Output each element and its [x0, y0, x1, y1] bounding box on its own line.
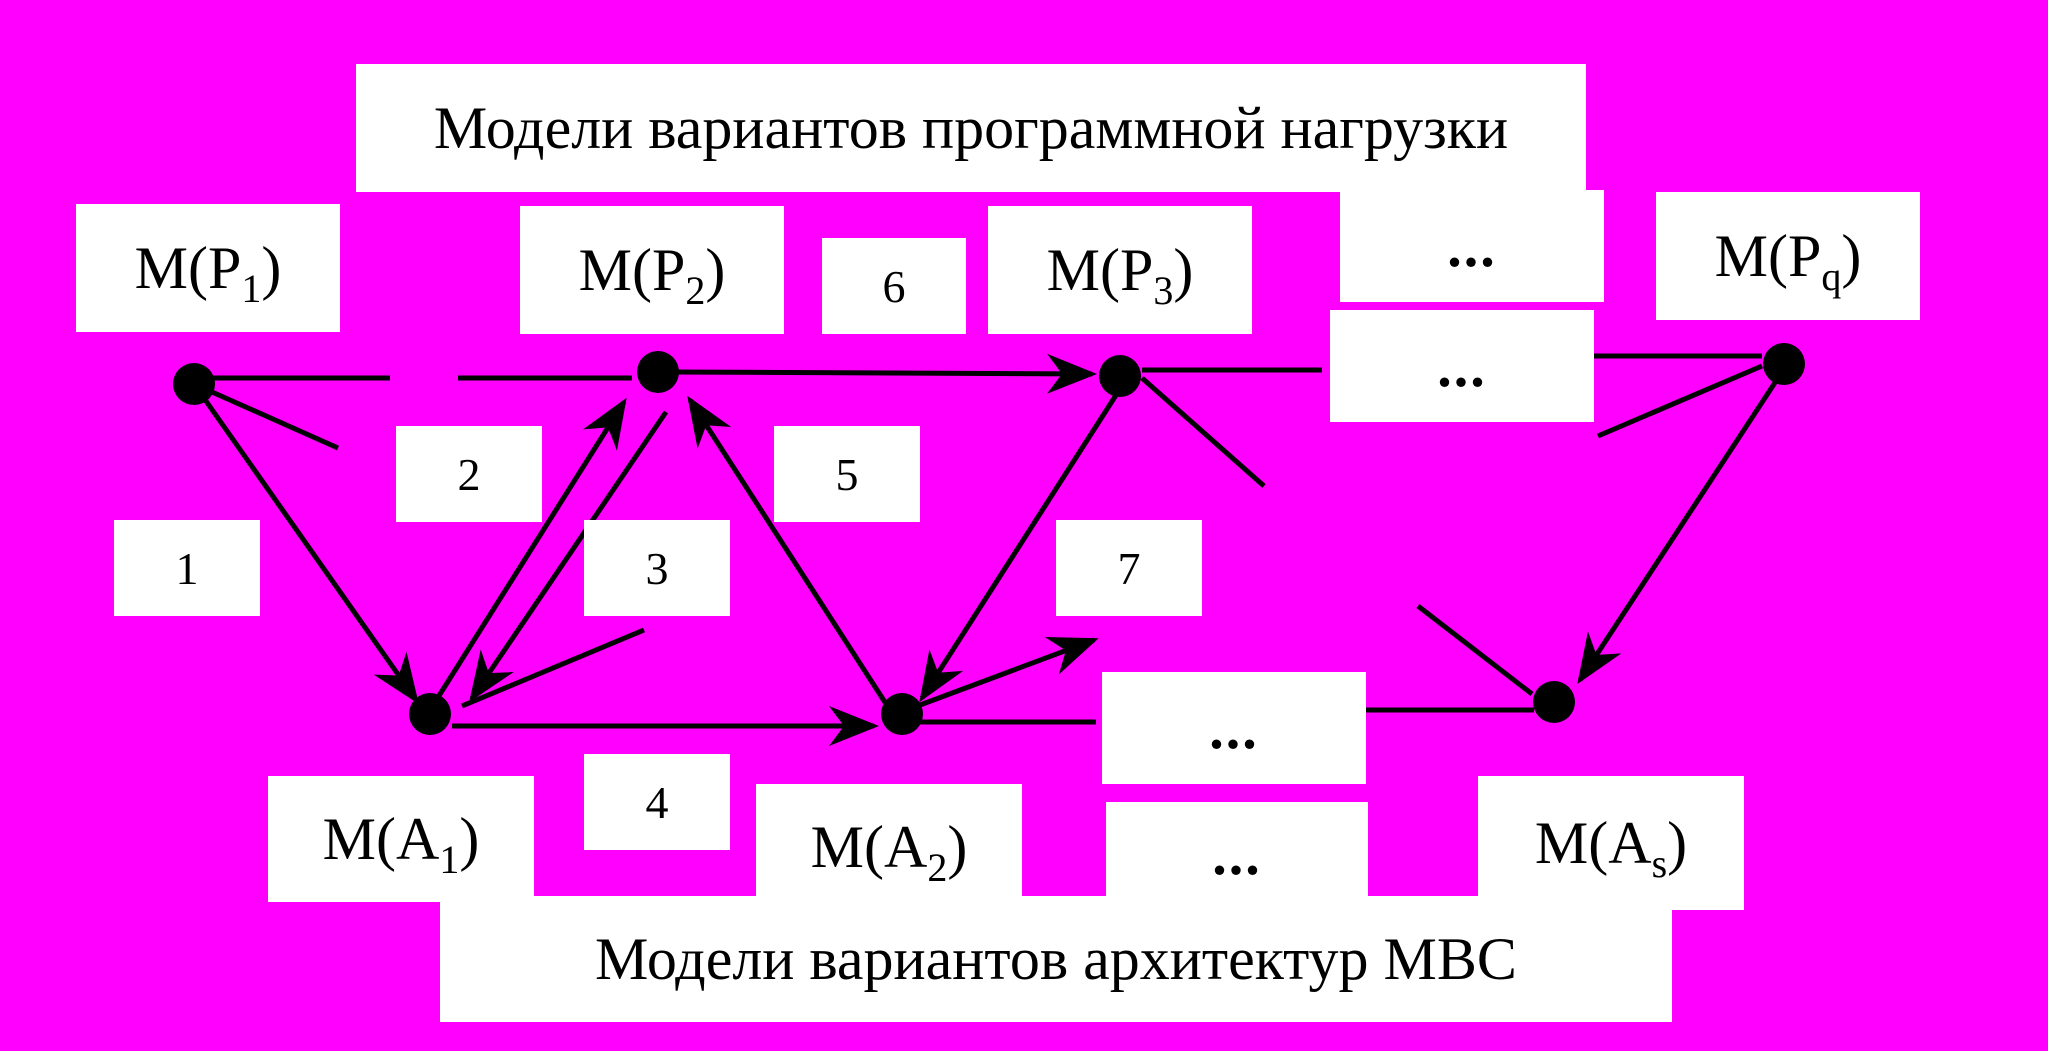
- ellipsis-bottom-lower: ...: [1106, 802, 1368, 906]
- node-label-p1-text: M(P1): [134, 234, 282, 311]
- header-bottom: Модели вариантов архитектур МВС: [440, 896, 1672, 1022]
- ellipsis-top-upper: ...: [1340, 190, 1604, 302]
- ellipsis-bottom-lower-text: ...: [1212, 821, 1262, 887]
- node-label-a1: M(A1): [268, 776, 534, 902]
- node-label-a2-text: M(A2): [810, 813, 968, 890]
- edge-label-7: 7: [1056, 520, 1202, 616]
- node-dot-a2: [881, 693, 923, 735]
- edge-label-4-text: 4: [645, 776, 669, 828]
- header-top: Модели вариантов программной нагрузки: [356, 64, 1586, 192]
- edge-label-6: 6: [822, 238, 966, 334]
- edge-label-5: 5: [774, 426, 920, 522]
- node-label-as: M(As): [1478, 776, 1744, 910]
- ellipsis-bottom-upper: ...: [1102, 672, 1366, 784]
- node-dot-p2: [637, 351, 679, 393]
- ellipsis-bottom-upper-text: ...: [1209, 695, 1259, 761]
- edge-3-stub: [461, 627, 645, 709]
- edge-pq-diag-left: [1597, 363, 1763, 439]
- ellipsis-top-lower-text: ...: [1437, 333, 1487, 399]
- node-dot-a1: [409, 693, 451, 735]
- edge-label-1: 1: [114, 520, 260, 616]
- edge-label-4: 4: [584, 754, 730, 850]
- edge-label-2-text: 2: [457, 448, 481, 500]
- node-dot-as: [1533, 681, 1575, 723]
- edge-label-3-text: 3: [645, 542, 669, 594]
- edge-p2-p3: [673, 353, 1097, 394]
- node-label-p3-text: M(P3): [1046, 236, 1194, 313]
- edge-a2-p2: [687, 395, 893, 712]
- edge-p3-a2: [919, 390, 1121, 703]
- node-dot-pq: [1763, 343, 1805, 385]
- node-label-p2: M(P2): [520, 206, 784, 334]
- edge-label-6-text: 6: [882, 260, 906, 312]
- node-label-p2-text: M(P2): [578, 236, 726, 313]
- ellipsis-top-upper-text: ...: [1447, 213, 1497, 279]
- edge-a1-p2: [427, 397, 627, 712]
- edge-p3-diag-stub: [1140, 376, 1266, 488]
- node-dot-p3: [1099, 355, 1141, 397]
- edge-p1-diag-stub: [192, 381, 340, 451]
- node-label-p3: M(P3): [988, 206, 1252, 334]
- edge-p1-a1: [191, 382, 419, 705]
- header-bottom-text: Модели вариантов архитектур МВС: [595, 925, 1517, 992]
- ellipsis-top-lower: ...: [1330, 310, 1594, 422]
- node-label-a1-text: M(A1): [322, 805, 480, 882]
- edge-p2-a1: [469, 410, 669, 703]
- node-label-pq: M(Pq): [1656, 192, 1920, 320]
- edge-label-2: 2: [396, 426, 542, 522]
- node-dot-p1: [173, 363, 215, 405]
- node-label-p1: M(P1): [76, 204, 340, 332]
- header-top-text: Модели вариантов программной нагрузки: [433, 94, 1509, 161]
- node-label-pq-text: M(Pq): [1714, 222, 1862, 299]
- edge-label-1-text: 1: [175, 542, 199, 594]
- node-label-a2: M(A2): [756, 784, 1022, 910]
- edge-a2-out-7: [911, 637, 1099, 711]
- edge-label-5-text: 5: [835, 448, 859, 500]
- edge-label-3: 3: [584, 520, 730, 616]
- edge-label-7-text: 7: [1117, 542, 1141, 594]
- node-label-as-text: M(As): [1534, 809, 1688, 886]
- edge-pq-as: [1577, 376, 1781, 685]
- edge-as-diag-left: [1416, 604, 1534, 696]
